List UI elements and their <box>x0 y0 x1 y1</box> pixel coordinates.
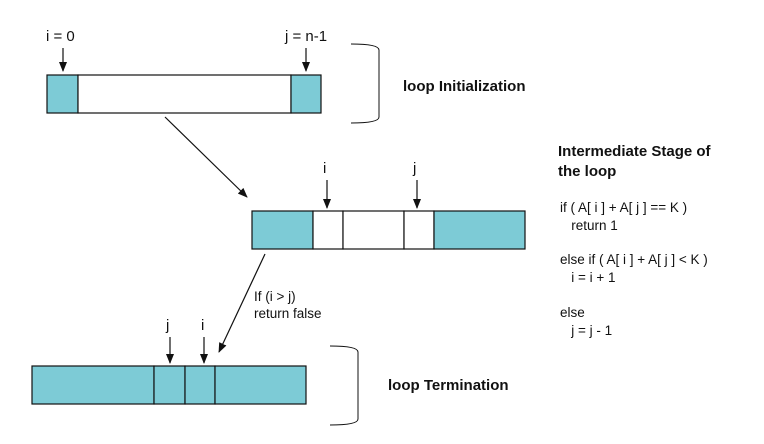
termination-bracket <box>329 345 359 426</box>
transition-arrow-init-to-intermediate <box>164 116 248 198</box>
loop-code-block: if ( A[ i ] + A[ j ] == K ) return 1 els… <box>560 200 708 338</box>
termination-array-cell-j <box>153 365 186 405</box>
init-stage: i = 0 j = n-1 loop Initialization <box>46 28 526 124</box>
init-array-middle <box>77 74 292 114</box>
code-line-3: else if ( A[ i ] + A[ j ] < K ) <box>560 252 708 267</box>
termination-array-right <box>214 365 307 405</box>
code-line-5: else <box>560 305 585 320</box>
termination-array-left <box>31 365 155 405</box>
intermediate-array-middle <box>342 210 405 250</box>
intermediate-array-right-done <box>433 210 526 250</box>
intermediate-array-cell-i <box>312 210 344 250</box>
intermediate-i-label: i <box>323 160 326 177</box>
init-j-label: j = n-1 <box>284 28 327 45</box>
intermediate-array-cell-j <box>403 210 435 250</box>
intermediate-array-left-done <box>251 210 314 250</box>
code-line-1: if ( A[ i ] + A[ j ] == K ) <box>560 200 687 215</box>
intermediate-stage: i j Intermediate Stage of the loop if ( … <box>251 143 712 338</box>
intermediate-j-label: j <box>412 160 416 177</box>
transition-arrow-intermediate-to-termination <box>218 253 266 353</box>
termination-condition-line1: If (i > j) <box>254 289 296 304</box>
init-array <box>46 74 322 114</box>
termination-i-label: i <box>201 317 204 334</box>
code-line-2: return 1 <box>560 218 618 233</box>
termination-title: loop Termination <box>388 377 509 394</box>
init-i-label: i = 0 <box>46 28 75 45</box>
intermediate-title-line1: Intermediate Stage of <box>558 143 712 160</box>
code-line-4: i = i + 1 <box>560 270 616 285</box>
termination-stage: j i loop Termination <box>31 317 509 426</box>
init-bracket <box>350 43 380 124</box>
termination-j-label: j <box>165 317 169 334</box>
termination-array <box>31 365 307 405</box>
init-title: loop Initialization <box>403 78 526 95</box>
termination-array-cell-i <box>184 365 216 405</box>
intermediate-title-line2: the loop <box>558 163 616 180</box>
code-line-6: j = j - 1 <box>560 323 612 338</box>
init-array-cell-first <box>46 74 79 114</box>
init-array-cell-last <box>290 74 322 114</box>
intermediate-array <box>251 210 526 250</box>
termination-condition-line2: return false <box>254 306 322 321</box>
